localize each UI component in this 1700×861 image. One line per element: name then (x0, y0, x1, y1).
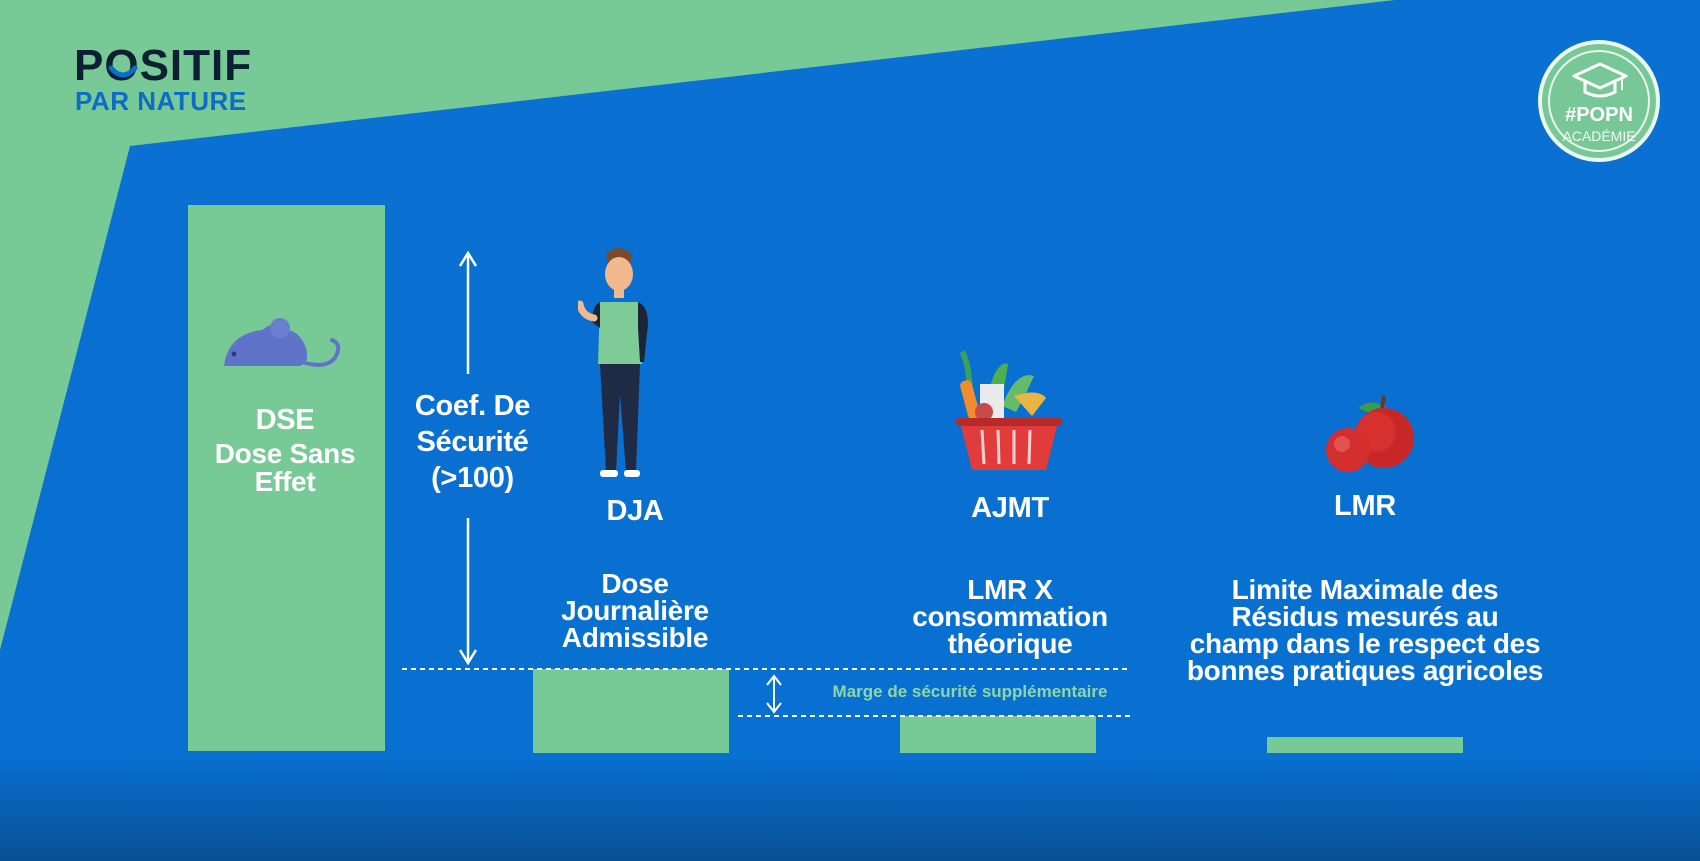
coef-label: Coef. De Sécurité (>100) (414, 390, 531, 494)
logo-title: POSITIF (74, 41, 253, 90)
dja-description: Dose Journalière Admissible (561, 568, 709, 653)
ajmt-description: LMR X consommation théorique (912, 574, 1108, 659)
mouse-icon (224, 318, 341, 367)
lmr-bar (1267, 737, 1463, 753)
graduation-cap-icon (1572, 62, 1628, 98)
basket-icon (956, 350, 1062, 470)
dse-bar (188, 205, 385, 751)
dja-label: DJA (606, 495, 664, 527)
dse-label: DSE (255, 404, 315, 436)
coef-arrow (458, 250, 478, 666)
dja-bar (533, 669, 729, 753)
academie-badge: #POPN ACADÉMIE (1538, 40, 1660, 162)
ajmt-label: AJMT (971, 492, 1049, 524)
lmr-label: LMR (1334, 490, 1396, 522)
marge-arrow (766, 674, 782, 714)
badge-title: #POPN (1565, 104, 1633, 126)
logo-subtitle: PAR NATURE (75, 86, 247, 116)
badge-subtitle: ACADÉMIE (1562, 128, 1636, 144)
lmr-description: Limite Maximale des Résidus mesurés au c… (1186, 574, 1544, 686)
marge-label: Marge de sécurité supplémentaire (832, 682, 1108, 701)
ajmt-bar (900, 716, 1096, 753)
dse-description: Dose Sans Effet (214, 438, 356, 497)
person-icon (578, 248, 648, 477)
apple-icon (1326, 395, 1414, 472)
logo-smile-icon (108, 65, 138, 78)
